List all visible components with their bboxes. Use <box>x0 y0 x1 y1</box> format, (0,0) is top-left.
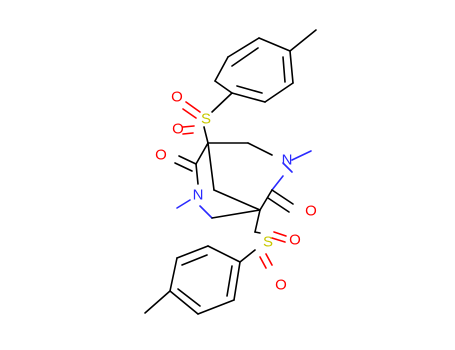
sulfur-top-label: S <box>201 111 211 128</box>
oxygen-bottom-b-label: O <box>275 277 287 294</box>
top-sulfonyl <box>182 92 233 144</box>
oxygen-top-a-label: O <box>171 89 183 106</box>
bottom-methyl-bond <box>144 290 171 314</box>
top-methyl-bond <box>289 29 317 52</box>
oxygen-carbonyl-left-label: O <box>155 147 167 164</box>
bottom-sulfonyl <box>239 231 287 269</box>
bottom-tolyl-ring <box>144 245 241 315</box>
oxygen-carbonyl-right-label: O <box>305 203 317 220</box>
nitrogen-right-label: N <box>282 152 293 169</box>
oxygen-bottom-a-label: O <box>289 232 301 249</box>
oxygen-top-b-label: O <box>172 121 184 138</box>
top-tolyl-ring <box>214 29 317 103</box>
nitrogen-left-label: N <box>193 187 204 204</box>
sulfur-bottom-label: S <box>263 234 273 251</box>
bicyclic-core <box>174 142 312 233</box>
